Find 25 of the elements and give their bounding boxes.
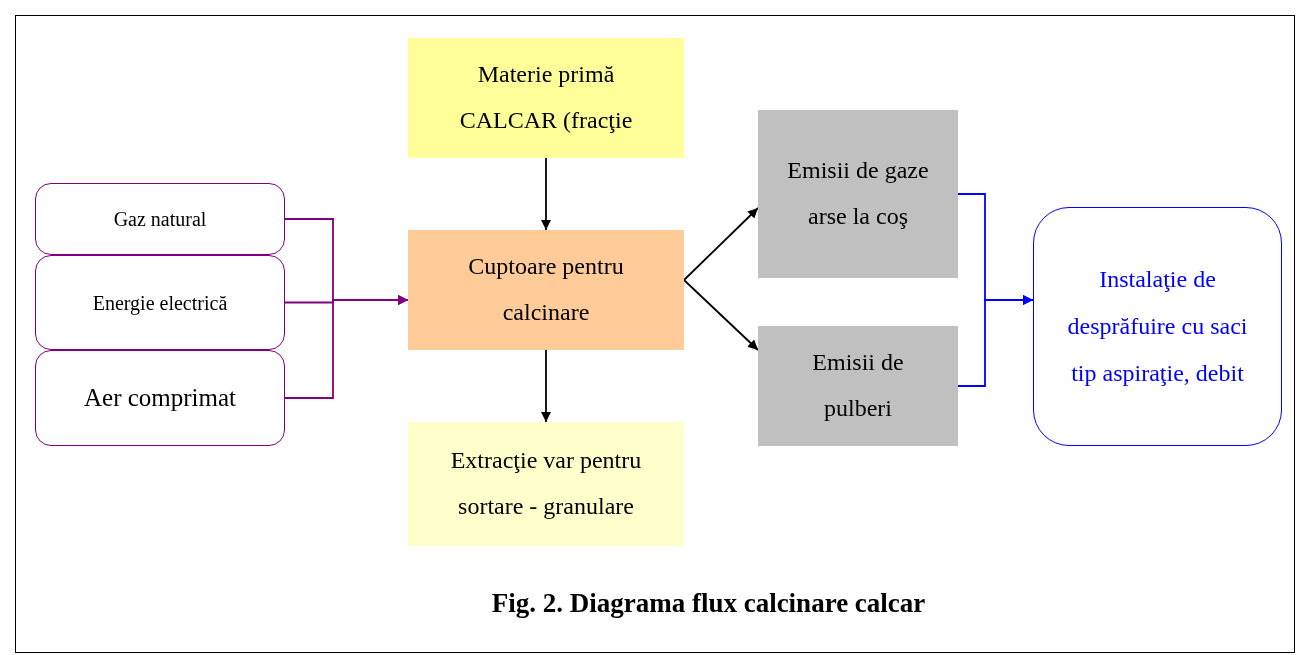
node-label: Materie primă CALCAR (fracţie: [458, 60, 634, 135]
process-box: [408, 38, 684, 158]
node-label: Extracţie var pentru sortare - granulare: [449, 446, 643, 521]
arrow: [541, 349, 551, 423]
node-label: Gaz natural: [113, 207, 207, 232]
node-label: Cuptoare pentru calcinare: [467, 252, 625, 327]
arrow: [683, 279, 759, 351]
input-box: [35, 183, 285, 255]
emission-box: [758, 326, 958, 446]
node-label: Aer comprimat: [84, 382, 236, 413]
figure-caption: Fig. 2. Diagrama flux calcinare calcar: [490, 588, 927, 619]
input-box: [35, 350, 285, 446]
arrow: [284, 295, 409, 399]
input-box: [35, 255, 285, 350]
arrow: [957, 295, 1034, 387]
node-label: Emisii de gaze arse la coş: [786, 156, 930, 231]
emission-box: [758, 110, 958, 278]
node-label: Instalaţie de desprăfuire cu saci tip aspiraţie, debit: [1066, 265, 1249, 388]
process-box: [1033, 207, 1282, 446]
node-label: Emisii de pulberi: [811, 348, 905, 423]
arrow: [541, 157, 551, 231]
node-label: Energie electrică: [92, 290, 228, 316]
process-box: [408, 230, 684, 350]
arrow: [683, 207, 759, 281]
process-box: [408, 422, 684, 546]
